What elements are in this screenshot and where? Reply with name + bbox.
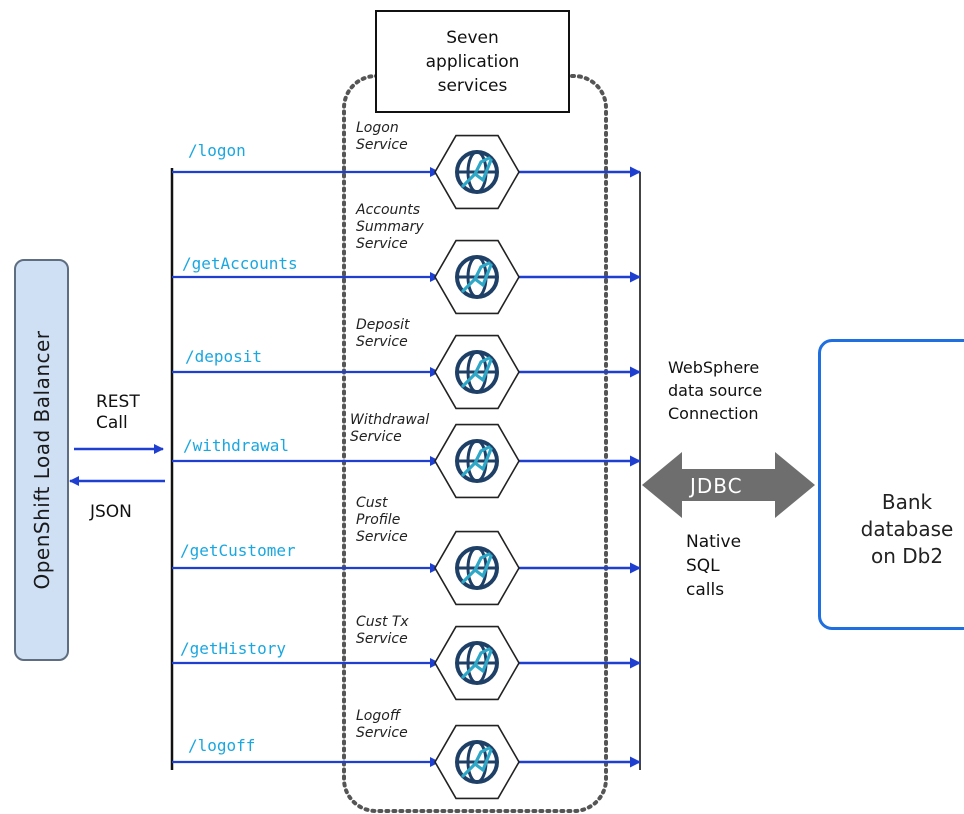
service-icon — [434, 724, 520, 800]
service-icon — [434, 423, 520, 499]
load-balancer-label: OpenShift Load Balancer — [29, 330, 54, 590]
route-label: /deposit — [185, 347, 263, 366]
service-icon — [434, 239, 520, 315]
service-icon — [434, 334, 520, 410]
service-icon — [434, 530, 520, 606]
route-label: /getCustomer — [180, 541, 296, 560]
openshift-load-balancer: OpenShift Load Balancer — [14, 259, 69, 661]
jdbc-label: JDBC — [690, 474, 743, 498]
database-label: Bank database on Db2 — [860, 490, 954, 568]
route-label: /getAccounts — [182, 254, 298, 273]
service-label: Cust Tx Service — [356, 614, 409, 647]
service-label: Deposit Service — [356, 317, 410, 350]
rest-call-label: REST Call — [96, 392, 140, 433]
route-label: /getHistory — [180, 639, 286, 658]
native-sql-label: Native SQL calls — [686, 532, 742, 600]
route-label: /logon — [188, 141, 246, 160]
route-label: /logoff — [188, 736, 256, 755]
jdbc-double-arrow — [642, 452, 815, 518]
services-title-box: Seven application services — [375, 10, 570, 113]
service-label: Logoff Service — [356, 708, 408, 741]
json-label: JSON — [90, 502, 132, 522]
services-title: Seven application services — [425, 27, 520, 96]
db2-logo-text: Db2 — [851, 420, 893, 441]
service-icon — [434, 134, 520, 210]
route-label: /withdrawal — [183, 436, 289, 455]
service-label: Cust Profile Service — [356, 495, 408, 545]
service-label: Accounts Summary Service — [356, 202, 424, 252]
database-box — [818, 339, 964, 630]
service-label: Logon Service — [356, 120, 408, 153]
websphere-connection-label: WebSphere data source Connection — [668, 358, 763, 423]
service-icon — [434, 625, 520, 701]
service-label: Withdrawal Service — [350, 412, 430, 445]
